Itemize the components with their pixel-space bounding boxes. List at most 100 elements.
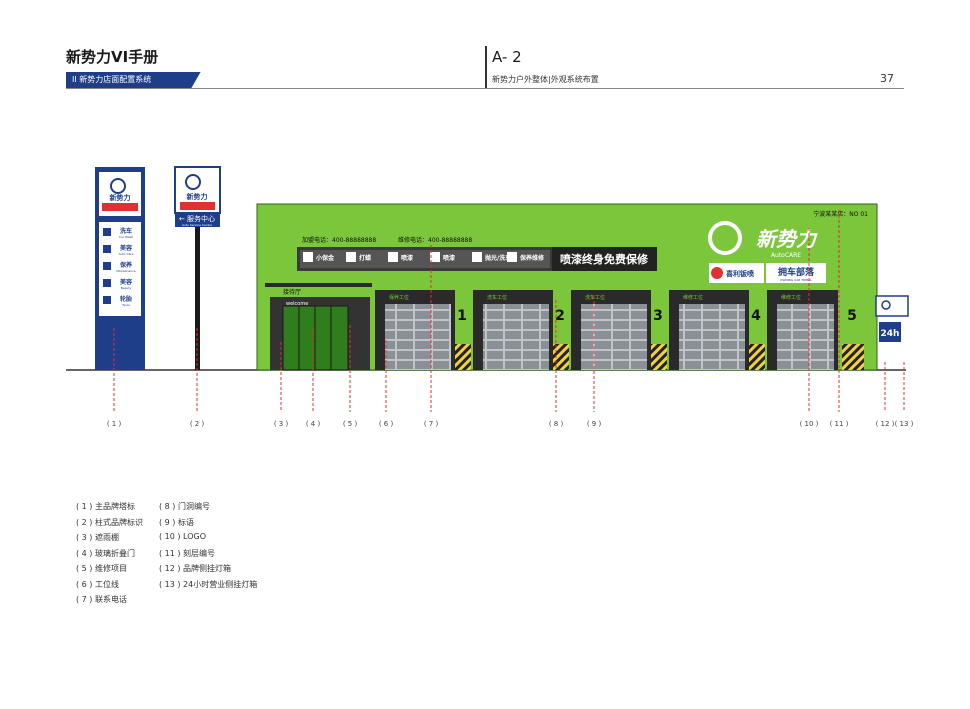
bay-number: 2 [555, 308, 565, 324]
callout-label: ( 4 ) [306, 420, 321, 428]
callout-label: ( 1 ) [107, 420, 122, 428]
facade-service-label: 保养维修 [519, 254, 545, 262]
bay-label: 洗车工位 [487, 294, 507, 301]
24h-side-lightbox [879, 322, 901, 342]
legend-item: ( 1 ) 主品牌塔标 [76, 502, 135, 511]
pylon-service-cn: 美容 [119, 278, 132, 286]
wrench-icon [303, 252, 313, 262]
legend-item: ( 6 ) 工位线 [76, 579, 119, 589]
section-label: II 新势力店面配置系统 [72, 75, 152, 84]
gear-icon [110, 178, 126, 194]
pole-direction: ← 服务中心 [179, 214, 215, 223]
building-facade: 小保金 打蜡 喷漆 喷漆 抛光/洗车保养维修 喷漆终身免费保修 加盟电话：400-888… [256, 203, 909, 371]
pole-brand: 新势力 [187, 192, 208, 201]
pylon-service-cn: 洗车 [120, 227, 132, 235]
service-icon [103, 279, 111, 287]
callout-label: ( 10 ) [800, 420, 819, 428]
pylon-service-cn: 保养 [119, 261, 133, 269]
legend-item: ( 13 ) 24小时营业侧挂灯箱 [159, 579, 258, 589]
partner-right: 拥车部落 [778, 266, 815, 278]
legend-item: ( 4 ) 玻璃折叠门 [76, 548, 135, 558]
pylon-service-cn: 美容 [119, 244, 132, 252]
facade-service-label: 喷漆 [401, 254, 413, 262]
facade-service-label: 小保金 [315, 254, 335, 262]
bay-shutter [679, 304, 745, 370]
page-code: A- 2 [492, 48, 522, 66]
callout-label: ( 2 ) [190, 420, 205, 428]
facade-service-label: 打蜡 [359, 254, 371, 262]
legend-item: ( 10 ) LOGO [159, 532, 207, 541]
store-number: 宁波某某店：NO 01 [813, 210, 868, 218]
welcome-text: welcome [286, 301, 308, 307]
callout-label: ( 5 ) [343, 420, 358, 428]
hazard-stripes [842, 344, 864, 370]
logo-text: 新势力 [756, 227, 818, 251]
pylon-service-en: Auto Care [119, 252, 134, 256]
bay-label: 维修工位 [683, 294, 703, 301]
page-subtitle: 新势力户外整体|外观系统布置 [492, 75, 599, 84]
service-icon [103, 296, 111, 304]
legend-item: ( 11 ) 刻层编号 [159, 548, 216, 558]
repair-phone: 维修电话：400-88888888 [398, 236, 472, 244]
callout-label: ( 11 ) [830, 420, 849, 428]
callout-label: ( 9 ) [587, 420, 602, 428]
hazard-stripes [455, 344, 471, 370]
hazard-stripes [553, 344, 569, 370]
legend-item: ( 12 ) 品牌侧挂灯箱 [159, 564, 232, 573]
bay-number: 1 [457, 308, 467, 324]
pylon-service-en: Beauty [121, 286, 132, 290]
facade-service-label: 喷漆 [443, 254, 455, 262]
bay-label: 保养工位 [389, 294, 409, 301]
facade-logo: 新势力 AutoCARE [708, 221, 818, 259]
callout-label: ( 12 ) [876, 420, 895, 428]
partner-left: 喜利钣喷 [726, 269, 754, 278]
facade-service-label: 抛光/洗车 [485, 254, 511, 262]
hazard-stripes [749, 344, 765, 370]
reception-sign: 接待厅 [283, 288, 301, 296]
logo-text-en: AutoCARE [771, 252, 801, 259]
legend-item: ( 8 ) 门洞编号 [159, 502, 210, 511]
callout-label: ( 6 ) [379, 420, 394, 428]
gear-icon [708, 221, 742, 255]
service-icon [103, 245, 111, 253]
service-icon [103, 228, 111, 236]
bay-shutter [385, 304, 451, 370]
legend-item: ( 7 ) 联系电话 [76, 595, 127, 604]
paint-icon [388, 252, 398, 262]
gear-icon [185, 174, 201, 190]
pylon-brand: 新势力 [110, 193, 131, 202]
bay-shutter [581, 304, 647, 370]
page-number: 37 [880, 72, 894, 85]
callout-lines: ( 1 )( 2 )( 3 )( 4 )( 5 )( 6 )( 7 )( 8 )… [107, 210, 914, 428]
manual-title: 新势力VI手册 [66, 48, 159, 66]
service-icon [103, 262, 111, 270]
pylon-service-en: Car Wash [119, 235, 133, 239]
pylon-service-cn: 轮胎 [120, 295, 132, 303]
bay-number: 4 [751, 308, 761, 324]
legend-item: ( 5 ) 维修项目 [76, 564, 127, 573]
bay-label: 洗车工位 [585, 294, 605, 301]
callout-label: ( 7 ) [424, 420, 439, 428]
bay-shutter [483, 304, 549, 370]
callout-label: ( 8 ) [549, 420, 564, 428]
callout-label: ( 13 ) [895, 420, 914, 428]
legend-left: ( 1 ) 主品牌塔标( 2 ) 柱式品牌标识( 3 ) 遮雨棚( 4 ) 玻璃… [76, 501, 143, 610]
engine-icon [507, 252, 517, 262]
legend-item: ( 3 ) 遮雨棚 [76, 533, 119, 542]
section-bar [66, 72, 191, 88]
brand-side-lightbox [875, 295, 909, 317]
legend-right: ( 8 ) 门洞编号( 9 ) 标语( 10 ) LOGO( 11 ) 刻层编号… [159, 501, 257, 594]
header-divider [485, 46, 487, 88]
pole-direction-en: Auto Service Center [182, 223, 213, 227]
join-phone: 加盟电话：400-88888888 [302, 236, 376, 244]
bay-number: 5 [847, 308, 857, 324]
slogan: 喷漆终身免费保修 [560, 252, 649, 266]
car-wash-icon [472, 252, 482, 262]
partner-right-en: OWNING CAR TRIBAL [780, 278, 812, 282]
bay-shutter [777, 304, 834, 370]
24h-text: 24h [881, 329, 900, 339]
hazard-stripes [651, 344, 667, 370]
polish-icon [346, 252, 356, 262]
